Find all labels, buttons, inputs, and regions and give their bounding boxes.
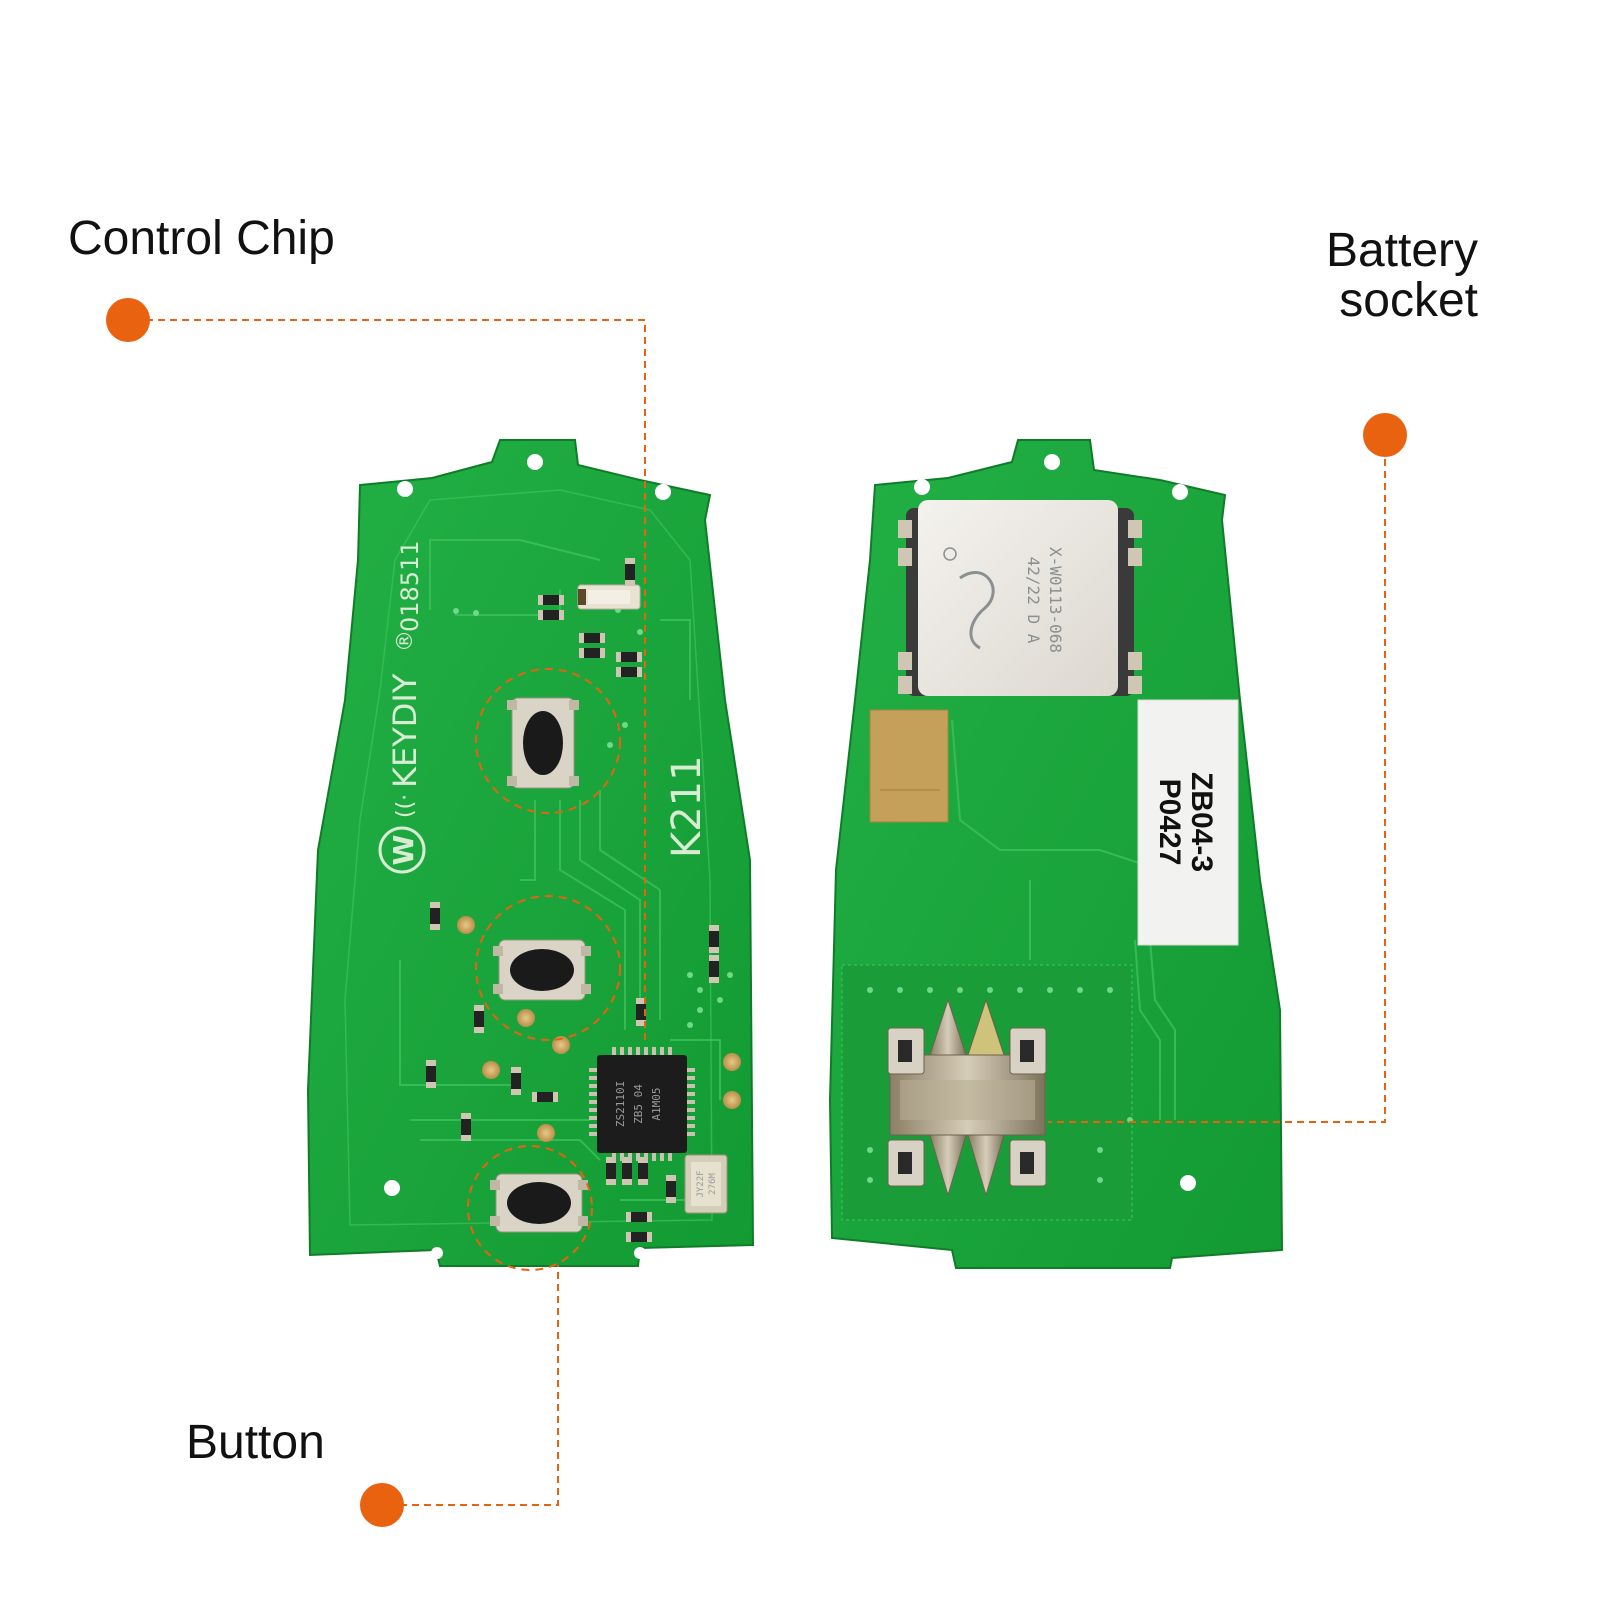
test-pad [723,1091,741,1109]
smd-resistor [579,648,605,658]
chip-marking-1: ZS2110I [614,1081,627,1127]
brand-logo-letter: W [387,834,420,865]
smd-resistor [626,1212,652,1222]
battery-socket-label: Battery socket [1278,224,1478,328]
smd-resistor [666,1175,676,1203]
tactile-button-middle [493,939,591,1001]
tactile-button-bottom [490,1173,588,1233]
wireless-symbol: ((· [393,794,418,818]
serial-sticker: ZB04-3 P0427 [1137,699,1239,946]
pcb-traces [951,719,1176,1120]
smd-resistor [616,667,642,677]
brand-name: KEYDIY [386,673,424,788]
smd-resistor [511,1067,521,1095]
smd-resistor [474,1005,484,1033]
mounting-hole [1172,484,1188,500]
button-marker [360,1483,404,1527]
board-trace-outline [344,489,713,1226]
mounting-hole [397,481,413,497]
silkscreen-branding: W ((· KEYDIY ® 018511 [378,540,426,874]
smd-resistor [538,595,564,605]
chip-marking-2: ZB5 04 [632,1084,645,1124]
mounting-hole [655,484,671,500]
smd-resistor [709,925,719,953]
mounting-hole [527,454,543,470]
antenna-gold-pad [869,709,949,823]
sticker-line-2: P0427 [1153,779,1186,866]
button-highlight-circles [467,668,621,1271]
smd-resistor [426,1060,436,1088]
battery-socket-marker [1363,413,1407,457]
chip-marking-3: A1M05 [650,1087,663,1120]
mounting-hole [431,1247,443,1259]
mounting-hole [634,1247,646,1259]
mounting-hole [384,1180,400,1196]
orientation-dot [943,547,957,561]
battery-socket-leader [1048,459,1386,1123]
smd-resistor [638,1157,648,1185]
test-pad [537,1124,555,1142]
test-pad [517,1009,535,1027]
control-chip-marker [106,298,150,342]
crystal-marking-2: 276M [708,1173,718,1195]
battery-socket-label-line2: socket [1339,274,1478,328]
vias [867,987,1133,1183]
board-serial: 018511 [396,540,424,632]
shield-marking-1: X-W0113-068 [1046,547,1065,653]
button-leader [400,1265,559,1506]
model-label: K211 [664,755,710,858]
smd-resistor [626,1232,652,1242]
vias [453,607,733,1028]
control-chip-leader [146,319,646,1040]
crystal-marking-1: JY22F [696,1170,706,1197]
test-pad [723,1053,741,1071]
smd-resistor [636,998,646,1026]
sticker-line-1: ZB04-3 [1185,772,1218,872]
smd-resistor [625,558,635,586]
rf-shield-coil: X-W0113-068 42/22 D A [898,500,1142,696]
mounting-hole [914,479,930,495]
battery-socket-label-line1: Battery [1325,224,1478,277]
brand-logo-circle [378,826,426,874]
smd-resistor [430,902,440,930]
crystal-oscillator: JY22F 276M [684,1154,728,1214]
smd-resistor [622,1157,632,1185]
shield-marking-2: 42/22 D A [1024,557,1043,644]
test-pad [457,916,475,934]
smd-resistor [532,1092,558,1102]
smd-resistor [579,633,605,643]
led [577,584,641,610]
battery-socket [887,998,1047,1197]
smd-resistor [606,1157,616,1185]
registered-mark: ® [393,630,418,652]
smd-resistor [709,955,719,983]
smd-components [426,558,719,1242]
mounting-hole [1044,454,1060,470]
test-pads [457,916,741,1142]
svg-text:K211: K211 [664,755,710,858]
smd-resistor [616,652,642,662]
back-pcb: X-W0113-068 42/22 D A ZB04-3 P0427 [828,439,1284,1269]
control-chip: ZS2110I ZB5 04 A1M05 [589,1047,695,1161]
smd-resistor [538,610,564,620]
tactile-button-top [507,697,579,789]
mounting-hole [1180,1175,1196,1191]
maker-logo [959,570,995,650]
smd-resistor [461,1113,471,1141]
control-chip-label: Control Chip [68,212,335,265]
callout-leaders [146,319,1386,1506]
button-label: Button [186,1416,325,1469]
test-pad [482,1061,500,1079]
front-pcb: ZS2110I ZB5 04 A1M05 JY22F 276M W ((· KE… [306,439,755,1271]
